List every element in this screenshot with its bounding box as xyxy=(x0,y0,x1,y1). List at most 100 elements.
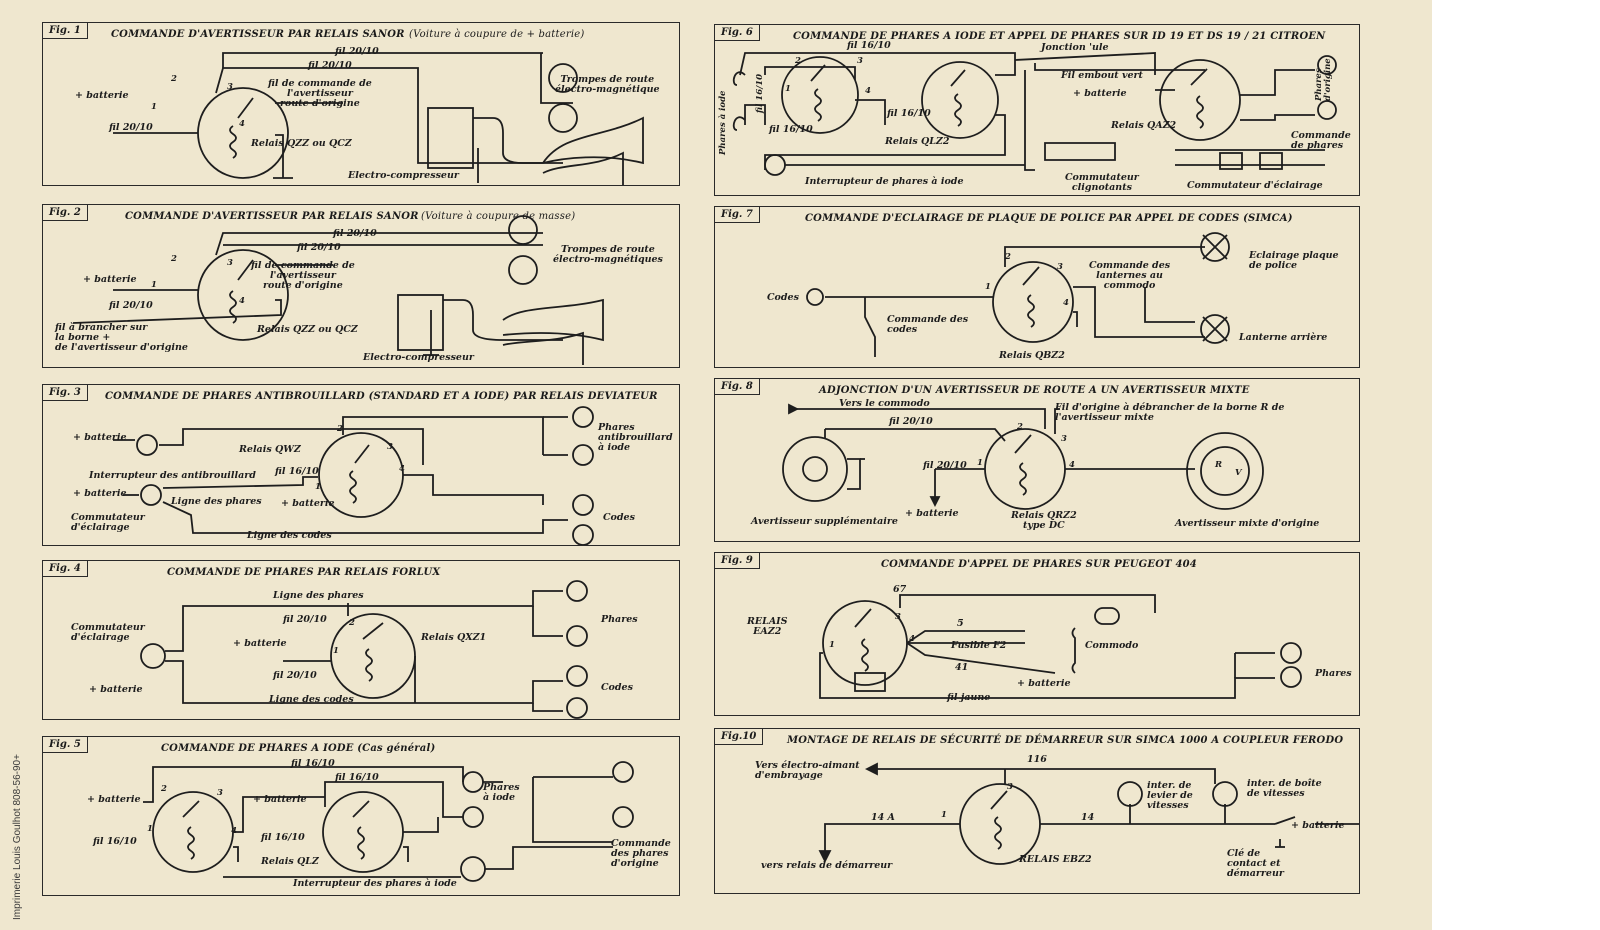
label-phares-iode: Phares à iode xyxy=(483,782,520,803)
label-trompes: Trompes de route électro-magnétiques xyxy=(553,244,663,265)
terminal-2: 2 xyxy=(171,254,177,264)
figure-number: Fig. 4 xyxy=(43,561,88,577)
terminal-3: 3 xyxy=(1057,262,1063,272)
terminal-2: 2 xyxy=(1005,252,1011,262)
label-ligne-phares: Ligne des phares xyxy=(171,496,262,507)
figure-title: COMMANDE D'ECLAIRAGE DE PLAQUE DE POLICE… xyxy=(805,213,1293,224)
label-commande-phares: Commande de phares xyxy=(1291,130,1351,151)
label-interrupteur: Interrupteur de phares à iode xyxy=(805,176,964,187)
label-interrupteur: Interrupteur des antibrouillard xyxy=(89,470,256,481)
terminal-1: 1 xyxy=(941,810,947,820)
terminal-1: 1 xyxy=(151,280,157,290)
label-commutateur: Commutateur d'éclairage xyxy=(71,512,145,533)
label-avertisseur-supplementaire: Avertisseur supplémentaire xyxy=(751,516,898,527)
terminal-1: 1 xyxy=(151,102,157,112)
label-ligne-codes: Ligne des codes xyxy=(247,530,332,541)
label-relais: Relais QBZ2 xyxy=(999,350,1065,361)
label-lanterne: Lanterne arrière xyxy=(1239,332,1328,343)
label-commutateur-clignotants: Commutateur clignotants xyxy=(1065,172,1139,193)
label-commande-lanternes: Commande des lanternes au commodo xyxy=(1089,260,1171,291)
label-fil: fil 16/10 xyxy=(275,466,319,477)
label-fil-brancher: fil à brancher sur la borne + de l'avert… xyxy=(55,322,188,353)
figure-number: Fig. 5 xyxy=(43,737,88,753)
label-fil: fil 16/10 xyxy=(887,108,931,119)
label-fil: fil 16/10 xyxy=(335,772,379,783)
figure-9-schematic xyxy=(819,594,1302,699)
terminal-3: 3 xyxy=(227,258,233,268)
label-batterie: + batterie xyxy=(1017,678,1071,689)
wiring-sheet: Imprimerie Louis Goulhot 808-56-90+ xyxy=(0,0,1432,930)
label-fil: fil 20/10 xyxy=(109,300,153,311)
label-fil: fil 20/10 xyxy=(333,228,377,239)
label-fil: fil 16/10 xyxy=(291,758,335,769)
terminal-2: 2 xyxy=(337,424,343,434)
terminal-3: 3 xyxy=(857,56,863,66)
figure-7-panel: Fig. 7 COMMANDE D'ECLAIRAGE DE PLAQUE DE… xyxy=(714,206,1360,368)
figure-5-schematic xyxy=(143,761,634,882)
label-codes: Codes xyxy=(601,682,633,693)
figure-5-panel: Fig. 5 COMMANDE DE PHARES A IODE (Cas gé… xyxy=(42,736,680,896)
figure-title: COMMANDE D'AVERTISSEUR PAR RELAIS SANOR xyxy=(111,29,405,40)
label-phares-antibrouillard: Phares antibrouillard à iode xyxy=(598,422,673,453)
label-relais: Relais QLZ xyxy=(261,856,319,867)
label-fil: fil 20/10 xyxy=(335,46,379,57)
label-phares-iode: Phares à iode xyxy=(718,90,728,155)
figure-8-panel: Fig. 8 ADJONCTION D'UN AVERTISSEUR DE RO… xyxy=(714,378,1360,542)
label-fil: fil 16/10 xyxy=(769,124,813,135)
figure-number: Fig. 1 xyxy=(43,23,88,39)
figure-9-panel: Fig. 9 COMMANDE D'APPEL DE PHARES SUR PE… xyxy=(714,552,1360,716)
terminal-4: 4 xyxy=(239,296,245,306)
figure-4-panel: Fig. 4 COMMANDE DE PHARES PAR RELAIS FOR… xyxy=(42,560,680,720)
terminal-4: 4 xyxy=(399,464,405,474)
terminal-3: 3 xyxy=(227,82,233,92)
label-fil: fil 20/10 xyxy=(273,670,317,681)
label-relais: Relais QWZ xyxy=(239,444,301,455)
label-commutateur: Commutateur d'éclairage xyxy=(71,622,145,643)
figure-title: COMMANDE D'AVERTISSEUR PAR RELAIS SANOR xyxy=(125,211,419,222)
terminal-3: 3 xyxy=(217,788,223,798)
label-batterie: + batterie xyxy=(905,508,959,519)
terminal-4: 4 xyxy=(1063,298,1069,308)
label-vers-commodo: Vers le commodo xyxy=(839,398,930,409)
terminal-1: 1 xyxy=(147,824,153,834)
terminal-2: 2 xyxy=(161,784,167,794)
label-batterie: + batterie xyxy=(87,794,141,805)
label-fil: fil 20/10 xyxy=(923,460,967,471)
label-commodo: Commodo xyxy=(1085,640,1139,651)
label-fusible: Fusible F2 xyxy=(951,640,1007,651)
terminal-1: 1 xyxy=(333,646,339,656)
label-fil-commande: fil de commande de l'avertisseur route d… xyxy=(251,260,355,291)
label-fil-embout: Fil embout vert xyxy=(1061,70,1143,81)
label-codes: Codes xyxy=(603,512,635,523)
figure-1-panel: Fig. 1 COMMANDE D'AVERTISSEUR PAR RELAIS… xyxy=(42,22,680,186)
label-batterie: + batterie xyxy=(73,488,127,499)
figure-number: Fig. 6 xyxy=(715,25,760,41)
terminal-1: 1 xyxy=(985,282,991,292)
label-ligne-codes: Ligne des codes xyxy=(269,694,354,705)
figure-10-schematic xyxy=(818,762,1359,865)
terminal-4: 4 xyxy=(865,86,871,96)
label-batterie: + batterie xyxy=(253,794,307,805)
label-vers-relais: vers relais de démarreur xyxy=(761,860,893,871)
terminal-2: 2 xyxy=(1017,422,1023,432)
label-relais: Relais QZZ ou QCZ xyxy=(251,138,352,149)
label-fil: fil 16/10 xyxy=(847,40,891,51)
terminal-3: 3 xyxy=(895,612,901,622)
terminal-4: 4 xyxy=(239,119,245,129)
label-commutateur-eclairage: Commutateur d'éclairage xyxy=(1187,180,1323,191)
terminal-3: 3 xyxy=(387,442,393,452)
label-fil: fil 16/10 xyxy=(93,836,137,847)
terminal-3: 3 xyxy=(1061,434,1067,444)
label-commande: Commande des phares d'origine xyxy=(611,838,671,869)
label-fil-67: 67 xyxy=(893,584,907,595)
figure-subtitle: (Voiture à coupure de + batterie) xyxy=(409,29,585,40)
terminal-4: 4 xyxy=(231,826,237,836)
figure-6-schematic xyxy=(732,52,1337,176)
label-relais-qlz2: Relais QLZ2 xyxy=(885,136,950,147)
label-batterie: + batterie xyxy=(75,90,129,101)
label-relais: Relais QZZ ou QCZ xyxy=(257,324,358,335)
label-batterie: + batterie xyxy=(83,274,137,285)
label-fil-116: 116 xyxy=(1027,754,1047,765)
terminal-2: 2 xyxy=(795,56,801,66)
figure-2-panel: Fig. 2 COMMANDE D'AVERTISSEUR PAR RELAIS… xyxy=(42,204,680,368)
